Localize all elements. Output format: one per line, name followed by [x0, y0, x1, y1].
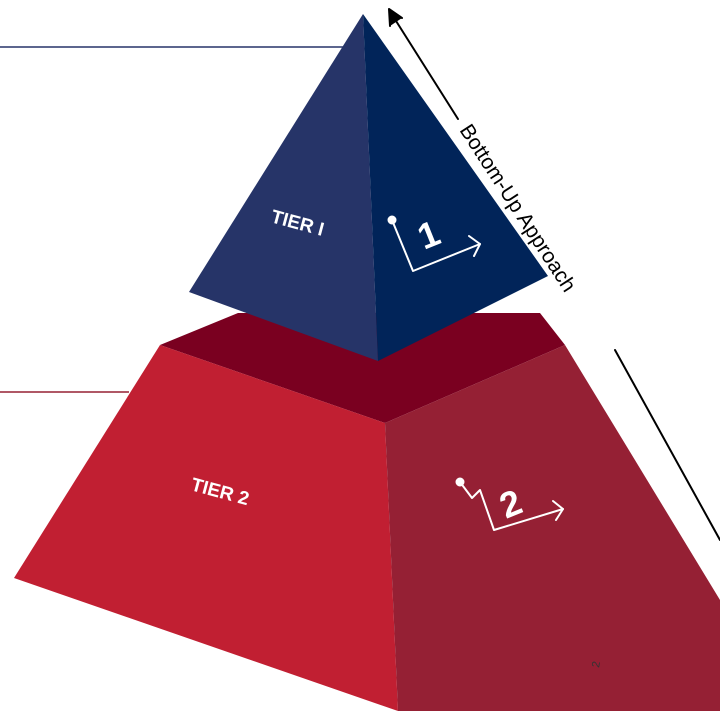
tier2-right-face [385, 345, 720, 711]
page-number: 2 [590, 660, 603, 668]
tier2-top-face [160, 313, 565, 423]
tier1-right-face [363, 14, 548, 361]
tier1-step-arrow-icon [387, 215, 481, 272]
tier2-block [14, 313, 720, 711]
tier1-left-face [189, 14, 378, 361]
tier1-block [189, 14, 548, 361]
tier2-step-arrow-icon [455, 477, 564, 531]
bottom-up-arrow [388, 8, 720, 541]
tier2-front-face [14, 345, 398, 711]
